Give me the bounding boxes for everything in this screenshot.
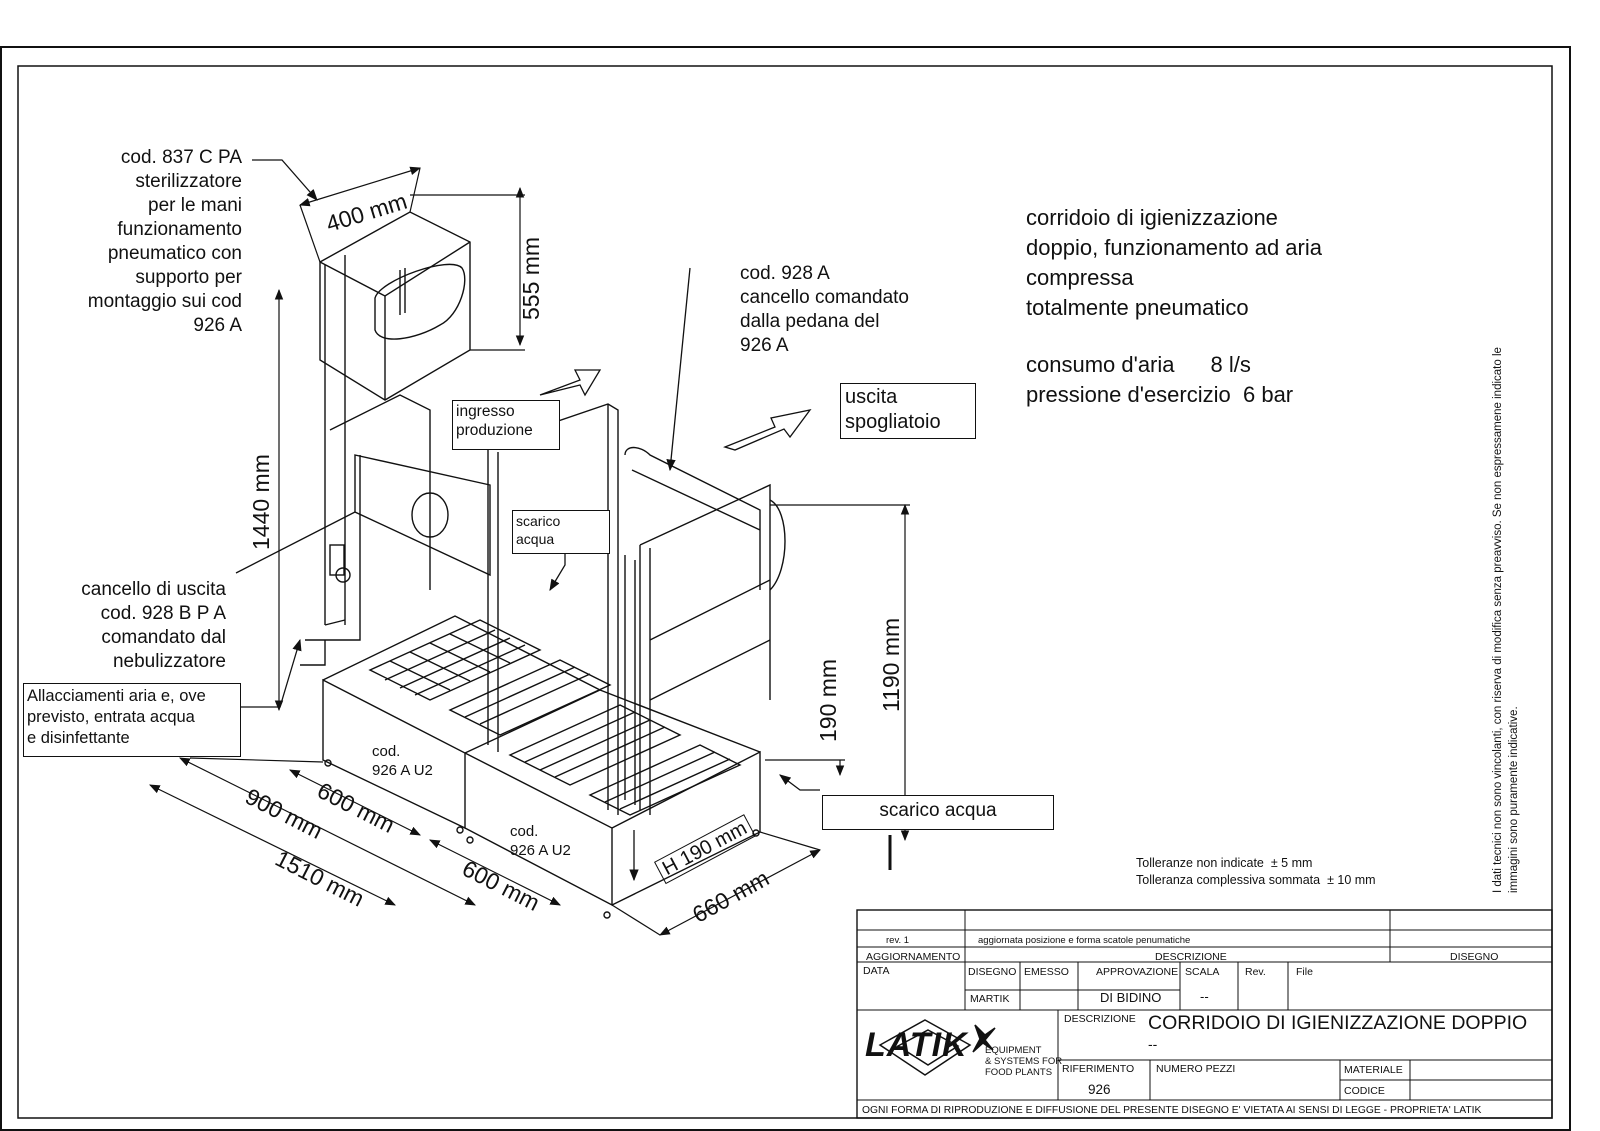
latik-logo-mark <box>878 1019 996 1076</box>
drawing-subtitle: -- <box>1148 1036 1158 1052</box>
tb-h-scala: SCALA <box>1185 966 1220 978</box>
latik-logo: LATIK <box>865 1026 968 1064</box>
drawing-title: CORRIDOIO DI IGIENIZZAZIONE DOPPIO <box>1148 1012 1528 1034</box>
tb-col-disegno: DISEGNO <box>1450 951 1499 963</box>
label-module-2: cod.926 A U2 <box>510 823 571 859</box>
inner-border <box>17 65 1553 1119</box>
tb-h-descrizione: DESCRIZIONE <box>1064 1013 1136 1025</box>
tb-rev-description: aggiornata posizione e forma scatole pen… <box>978 935 1191 946</box>
label-drain-large: scarico acqua <box>822 795 1054 830</box>
label-module-1: cod.926 A U2 <box>372 743 433 779</box>
dim-555: 555 mm <box>518 236 544 320</box>
tb-footer: OGNI FORMA DI RIPRODUZIONE E DIFFUSIONE … <box>862 1105 1482 1116</box>
tb-col-descrizione: DESCRIZIONE <box>1155 951 1227 963</box>
tolerances: Tolleranze non indicate ± 5 mm Tolleranz… <box>1136 856 1376 887</box>
tb-v-approvazione: DI BIDINO <box>1100 990 1162 1005</box>
tb-h-riferimento: RIFERIMENTO <box>1062 1063 1135 1075</box>
dimension-lines <box>149 166 910 936</box>
tb-h-numero-pezzi: NUMERO PEZZI <box>1156 1063 1236 1075</box>
tb-v-riferimento: 926 <box>1088 1082 1111 1097</box>
tb-rev: rev. 1 <box>886 935 910 946</box>
tb-h-codice: CODICE <box>1344 1085 1385 1097</box>
tb-h-rev: Rev. <box>1245 966 1266 978</box>
disclaimer: I dati tecnici non sono vincolanti, con … <box>1492 347 1520 893</box>
operating-pressure: pressione d'esercizio 6 bar <box>1026 382 1294 407</box>
tb-h-file: File <box>1296 966 1313 978</box>
tb-h-emesso: EMESSO <box>1024 966 1069 978</box>
tb-h-approvazione: APPROVAZIONE <box>1096 966 1179 978</box>
outer-border <box>0 46 1571 1131</box>
dim-1440: 1440 mm <box>248 454 274 550</box>
tb-v-scala: -- <box>1200 989 1209 1004</box>
tb-h-data: DATA <box>863 965 890 977</box>
title-block-grid <box>856 909 1553 1119</box>
dim-1190: 1190 mm <box>878 617 904 712</box>
description-block: corridoio di igienizzazione doppio, funz… <box>1026 205 1322 320</box>
tb-h-materiale: MATERIALE <box>1344 1064 1403 1076</box>
tb-h-disegno: DISEGNO <box>968 966 1017 978</box>
tb-col-aggiornamento: AGGIORNAMENTO <box>866 951 961 963</box>
dim-190: 190 mm <box>815 658 841 742</box>
tb-v-disegno: MARTIK <box>970 993 1010 1005</box>
